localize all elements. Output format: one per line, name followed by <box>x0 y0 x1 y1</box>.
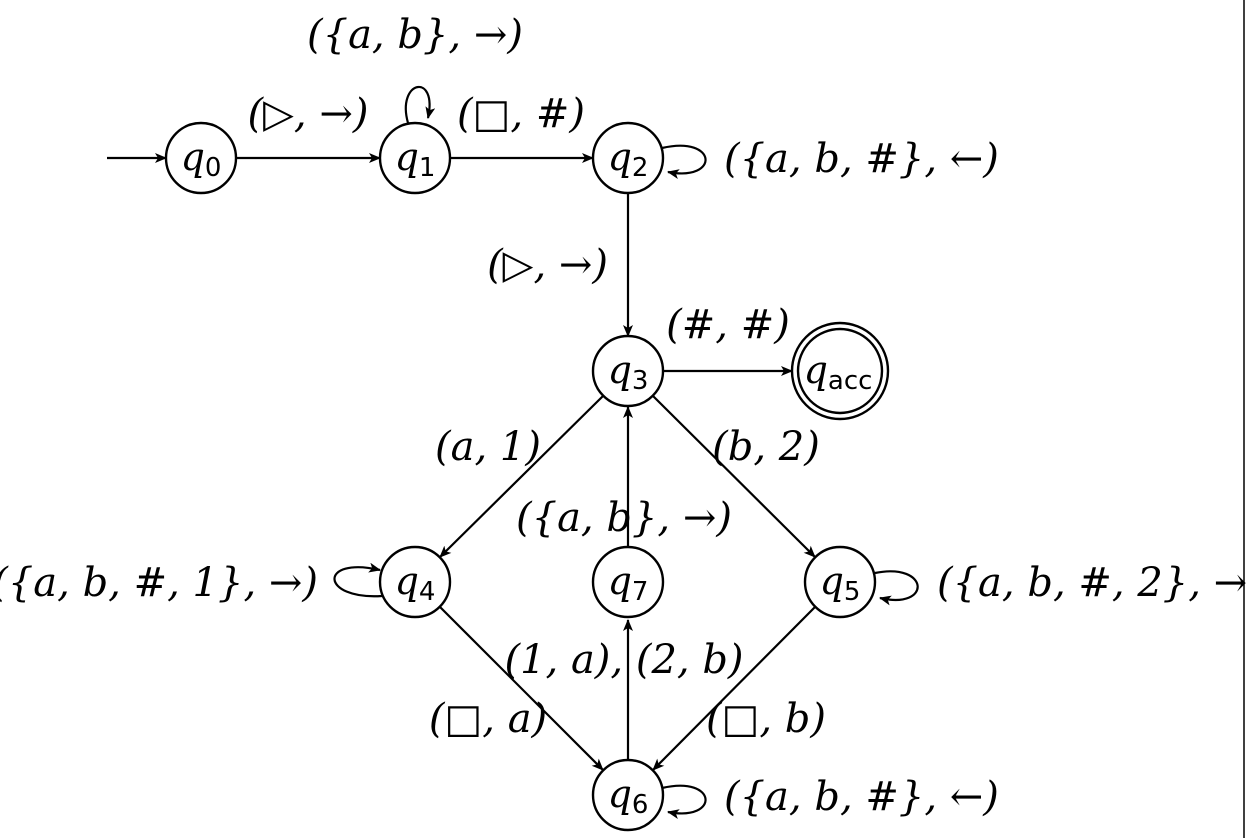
state-q1-sub: 1 <box>419 153 436 183</box>
edge-q4-q6 <box>439 606 604 771</box>
loop-q4 <box>333 562 383 598</box>
label-q4-loop: ({a, b, #, 1}, →) <box>0 560 318 606</box>
svg-text:q0: q0 <box>181 135 222 183</box>
svg-text:q5: q5 <box>820 559 861 607</box>
state-q1: q1 <box>378 121 452 195</box>
label-q6-loop: ({a, b, #}, ←) <box>724 774 999 820</box>
state-q0-base: q <box>181 135 205 179</box>
svg-text:q4: q4 <box>395 559 436 607</box>
state-q7-base: q <box>608 559 632 603</box>
state-q6-base: q <box>608 772 632 816</box>
label-q5-loop: ({a, b, #, 2}, →) <box>937 560 1246 606</box>
state-q3-sub: 3 <box>632 366 649 396</box>
loop-q1 <box>404 86 436 124</box>
state-qacc: qacc <box>790 321 890 421</box>
svg-text:qacc: qacc <box>804 348 873 396</box>
label-q3-q5: (b, 2) <box>712 424 820 470</box>
svg-text:q2: q2 <box>608 135 649 183</box>
state-q6: q6 <box>591 758 665 832</box>
state-qacc-sub: acc <box>828 366 873 396</box>
label-q4-q6: (□, a) <box>429 696 547 742</box>
state-q4-sub: 4 <box>419 577 436 607</box>
state-q4-base: q <box>395 559 419 603</box>
label-q5-q6: (□, b) <box>706 696 826 742</box>
state-q6-sub: 6 <box>632 790 649 820</box>
svg-text:q6: q6 <box>608 772 649 820</box>
state-q2: q2 <box>591 121 665 195</box>
edge-q3-q5 <box>652 395 816 558</box>
edge-q3-q4 <box>439 395 604 558</box>
state-q0: q0 <box>164 121 238 195</box>
state-qacc-base: q <box>804 348 828 392</box>
state-q0-sub: 0 <box>205 153 222 183</box>
label-q6-q7: (1, a), (2, b) <box>504 637 743 683</box>
loop-q5 <box>874 570 919 606</box>
state-q5-sub: 5 <box>844 577 861 607</box>
label-q2-loop: ({a, b, #}, ←) <box>724 136 999 182</box>
label-q7-q3: ({a, b}, →) <box>516 495 732 541</box>
label-q0-q1: (▷, →) <box>248 91 369 137</box>
state-q7-sub: 7 <box>632 577 649 607</box>
label-q3-q4: (a, 1) <box>435 424 541 470</box>
state-q3: q3 <box>591 334 665 408</box>
loop-q6 <box>661 784 707 819</box>
loop-q2 <box>661 144 707 179</box>
state-q3-base: q <box>608 348 632 392</box>
svg-text:q1: q1 <box>395 135 436 183</box>
state-q7: q7 <box>591 545 665 619</box>
state-q5-base: q <box>820 559 844 603</box>
label-q2-q3: (▷, →) <box>487 242 608 288</box>
svg-text:q3: q3 <box>608 348 649 396</box>
state-q2-sub: 2 <box>632 153 649 183</box>
edge-q5-q6 <box>652 606 816 771</box>
state-q1-base: q <box>395 135 419 179</box>
state-q4: q4 <box>378 545 452 619</box>
state-q5: q5 <box>803 545 877 619</box>
state-q2-base: q <box>608 135 632 179</box>
label-q1-q2: (□, #) <box>457 91 585 137</box>
label-q1-loop: ({a, b}, →) <box>307 12 523 58</box>
label-q3-qacc: (#, #) <box>666 302 790 348</box>
svg-text:q7: q7 <box>608 559 649 607</box>
